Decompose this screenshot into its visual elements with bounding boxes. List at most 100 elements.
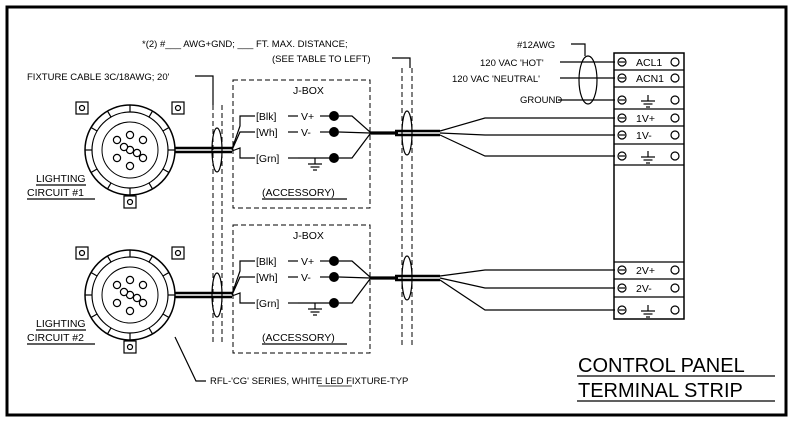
splice-dot bbox=[329, 153, 339, 163]
terminal-row: 2V- bbox=[617, 283, 680, 295]
led-fixture bbox=[75, 246, 185, 354]
wire-color-label: [Blk] bbox=[256, 111, 277, 123]
led-icon bbox=[138, 153, 148, 163]
jbox bbox=[232, 224, 371, 354]
terminal-label: 2V- bbox=[636, 283, 652, 295]
led-icon bbox=[112, 280, 122, 290]
screw-right-icon bbox=[670, 265, 680, 275]
screw-right-icon bbox=[670, 283, 680, 293]
panel-title-line1: CONTROL PANEL bbox=[578, 355, 745, 377]
cable-spec-note: *(2) #___ AWG+GND; ___ FT. MAX. DISTANCE… bbox=[142, 39, 348, 50]
led-icon bbox=[125, 275, 135, 285]
terminal-row bbox=[617, 95, 680, 108]
cable-sleeve bbox=[401, 110, 413, 156]
terminal-row bbox=[617, 305, 680, 318]
terminal-row: ACL1 bbox=[617, 57, 680, 69]
see-table-note: (SEE TABLE TO LEFT) bbox=[272, 54, 371, 65]
wire-color-label: [Wh] bbox=[256, 127, 278, 139]
terminal-label: 1V- bbox=[636, 130, 652, 142]
awg12-note: #12AWG bbox=[517, 40, 555, 51]
jbox-accessory: (ACCESSORY) bbox=[262, 332, 335, 344]
led-icon bbox=[138, 280, 148, 290]
circuit-label-line2: CIRCUIT #1 bbox=[27, 187, 84, 199]
circuit-label-line2: CIRCUIT #2 bbox=[27, 332, 84, 344]
terminal-row: ACN1 bbox=[617, 73, 680, 85]
screw-right-icon bbox=[670, 95, 680, 105]
led-fixture bbox=[75, 101, 185, 209]
ground-icon bbox=[308, 303, 322, 316]
terminal-strip bbox=[613, 52, 685, 320]
wire-signal-label: V+ bbox=[301, 111, 314, 123]
fixture-lens-ring bbox=[101, 121, 159, 179]
panel-title-line2: TERMINAL STRIP bbox=[578, 380, 743, 402]
wire-color-label: [Wh] bbox=[256, 272, 278, 284]
fixture-cable-leader bbox=[195, 75, 214, 105]
hot-label: 120 VAC 'HOT' bbox=[480, 58, 544, 69]
power-cable-sleeve bbox=[578, 55, 598, 105]
diagram-border bbox=[5, 5, 788, 417]
led-icon bbox=[125, 306, 135, 316]
terminal-ground-icon bbox=[641, 151, 655, 164]
terminal-row: 1V- bbox=[617, 130, 680, 142]
lighting-circuit-2: J-BOX(ACCESSORY)[Blk]V+[Wh]V-[Grn]LIGHTI… bbox=[27, 224, 440, 354]
splice-dot bbox=[329, 111, 339, 121]
led-icon bbox=[138, 298, 148, 308]
terminal-ground-icon bbox=[641, 305, 655, 318]
jbox-accessory: (ACCESSORY) bbox=[262, 187, 335, 199]
cable-sleeve bbox=[401, 255, 413, 301]
terminal-row bbox=[617, 151, 680, 164]
jbox bbox=[232, 79, 371, 209]
wire-signal-label: V- bbox=[301, 127, 311, 139]
circuit-label-line1: LIGHTING bbox=[36, 173, 86, 185]
splice-dot bbox=[329, 256, 339, 266]
terminal-label: ACN1 bbox=[636, 73, 664, 85]
wire-color-label: [Grn] bbox=[256, 153, 279, 165]
fixture-callout-leader bbox=[174, 336, 206, 382]
home-run-wires bbox=[439, 117, 615, 311]
fixture-cable-note: FIXTURE CABLE 3C/18AWG; 20' bbox=[27, 72, 170, 83]
ground-icon bbox=[308, 158, 322, 171]
led-icon bbox=[119, 142, 129, 152]
terminal-label: 2V+ bbox=[636, 265, 655, 277]
screw-right-icon bbox=[670, 151, 680, 161]
led-icon bbox=[132, 148, 142, 158]
led-icon bbox=[125, 161, 135, 171]
terminal-ground-icon bbox=[641, 95, 655, 108]
wire-signal-label: V- bbox=[301, 272, 311, 284]
led-icon bbox=[112, 298, 122, 308]
awg12-leader bbox=[571, 43, 586, 56]
screw-right-icon bbox=[670, 130, 680, 140]
led-icon bbox=[138, 135, 148, 145]
lighting-circuit-1: J-BOX (ACCESSORY) [Blk] V+ [Wh] V- [Grn] LIGHTI… bbox=[27, 79, 440, 209]
led-icon bbox=[125, 130, 135, 140]
terminal-label: ACL1 bbox=[636, 57, 662, 69]
circuits: J-BOX (ACCESSORY) [Blk] V+ [Wh] V- [Grn] LIGHTI… bbox=[27, 79, 615, 354]
terminal-label: 1V+ bbox=[636, 113, 655, 125]
cable-sleeve bbox=[211, 127, 223, 173]
ground-label: GROUND bbox=[520, 95, 562, 106]
led-icon bbox=[112, 135, 122, 145]
jbox-title: J-BOX bbox=[293, 230, 324, 242]
fixture-lens-ring bbox=[101, 266, 159, 324]
led-icon bbox=[132, 293, 142, 303]
wire-color-label: [Grn] bbox=[256, 298, 279, 310]
screw-right-icon bbox=[670, 57, 680, 67]
splice-dot bbox=[329, 272, 339, 282]
screw-right-icon bbox=[670, 113, 680, 123]
splice-dot bbox=[329, 298, 339, 308]
jbox-title: J-BOX bbox=[293, 85, 324, 97]
screw-right-icon bbox=[670, 305, 680, 315]
splice-dot bbox=[329, 127, 339, 137]
circuit-label-line1: LIGHTING bbox=[36, 318, 86, 330]
fixture-callout: RFL-'CG' SERIES, WHITE LED FIXTURE-TYP bbox=[210, 376, 408, 387]
led-icon bbox=[119, 287, 129, 297]
led-icon bbox=[112, 153, 122, 163]
terminal-row: 2V+ bbox=[617, 265, 680, 277]
wire-signal-label: V+ bbox=[301, 256, 314, 268]
neutral-label: 120 VAC 'NEUTRAL' bbox=[452, 74, 540, 85]
cable-spec-leader bbox=[392, 57, 411, 68]
terminal-row: 1V+ bbox=[617, 113, 680, 125]
screw-right-icon bbox=[670, 73, 680, 83]
